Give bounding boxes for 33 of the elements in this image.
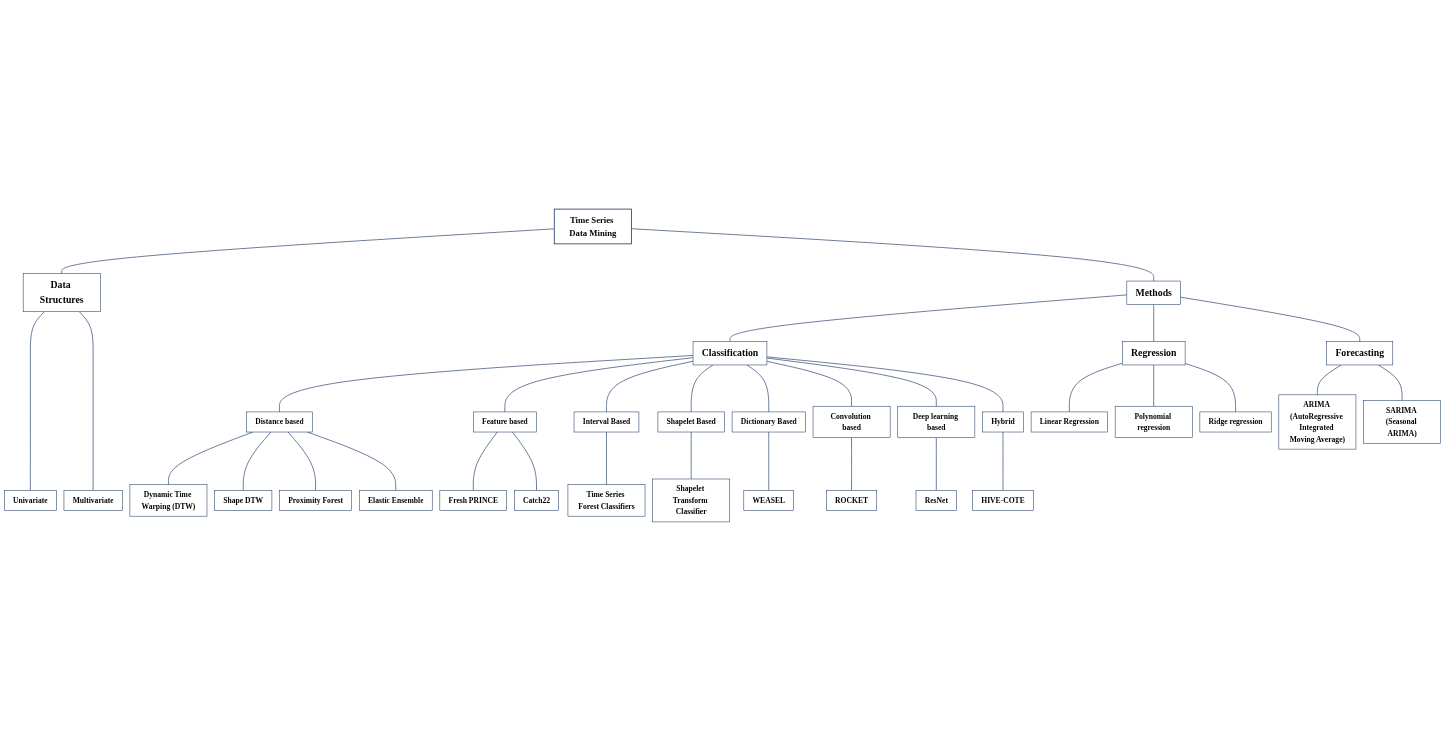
connector	[79, 311, 94, 491]
connector	[472, 431, 498, 491]
connector	[766, 357, 937, 407]
connector	[1180, 296, 1361, 342]
connector	[1184, 363, 1236, 413]
node-box: Classification	[692, 341, 768, 366]
connector	[30, 311, 45, 491]
connector	[1378, 364, 1403, 401]
connector	[606, 431, 607, 486]
connector	[729, 294, 1128, 342]
connector	[1069, 362, 1123, 413]
connector	[631, 228, 1155, 282]
connector	[690, 364, 714, 413]
connector	[768, 431, 770, 491]
connector	[61, 228, 555, 275]
node-box: Time Series Data Mining	[553, 208, 632, 245]
connector	[746, 364, 770, 413]
connector	[1317, 364, 1342, 396]
connector	[279, 355, 694, 413]
connector	[766, 356, 1004, 413]
connector	[504, 357, 694, 413]
node-box: Regression	[1122, 341, 1186, 366]
connector	[287, 431, 316, 491]
connector	[606, 360, 694, 413]
connector	[242, 431, 272, 491]
connector	[690, 431, 692, 480]
connector	[512, 431, 537, 491]
connector	[1153, 304, 1155, 342]
node-box: Methods	[1126, 280, 1181, 305]
node-box: Data Structures	[22, 273, 101, 312]
node-box: Forecasting	[1326, 341, 1394, 366]
connector	[1153, 364, 1155, 407]
connector	[766, 361, 852, 407]
